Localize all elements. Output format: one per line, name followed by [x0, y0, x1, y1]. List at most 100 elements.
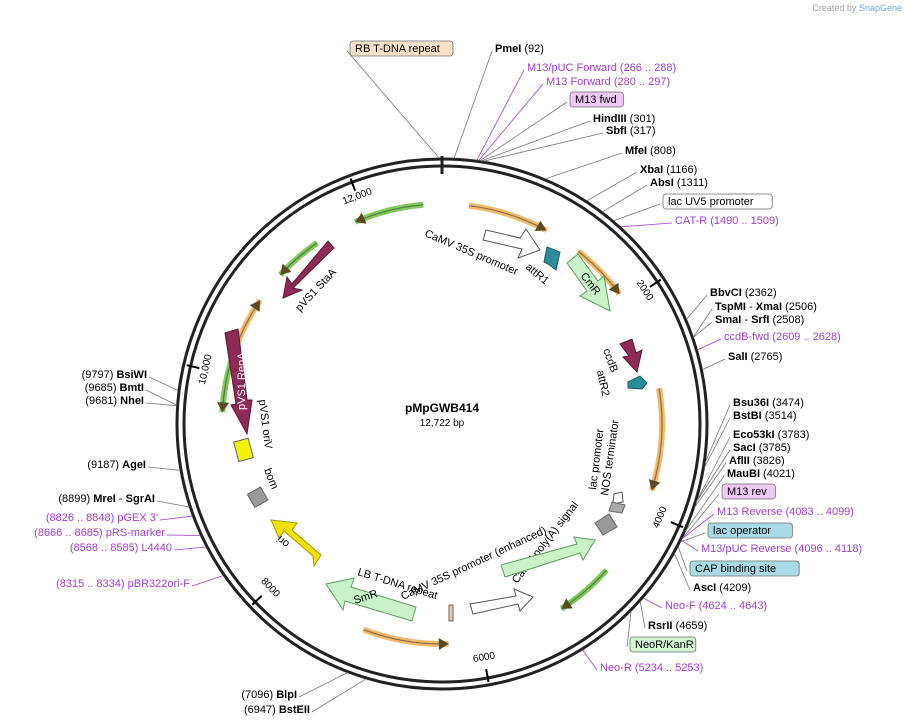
site-primer[interactable]: M13/pUC Forward (266 .. 288) — [476, 62, 676, 161]
feature-smr[interactable]: SmR — [325, 577, 417, 622]
enzyme-label: SbfI (317) — [606, 125, 656, 137]
site-enzyme[interactable]: Eco53kI (3783) — [695, 429, 809, 503]
site-enzyme[interactable]: (9685) BmtI — [85, 382, 177, 406]
primer-label: CAT-R (1490 .. 1509) — [675, 215, 779, 227]
site-leader-line — [704, 404, 731, 463]
tick-mark — [485, 668, 490, 683]
site-enzyme[interactable]: SalI (2765) — [702, 351, 782, 371]
site-primer[interactable]: Neo-R (5234 .. 5253) — [582, 649, 704, 674]
site-leader-line — [620, 222, 673, 228]
site-primer[interactable]: (8666 .. 8685) pRS-marker — [34, 527, 201, 539]
feature-camv35s-promoter[interactable]: CaMV 35S promoter — [423, 228, 541, 278]
feature-ori[interactable]: ori — [270, 519, 322, 568]
tick-label: 12,000 — [341, 186, 374, 207]
site-primer[interactable]: M13/pUC Reverse (4096 .. 4118) — [681, 539, 862, 555]
credit-prefix: Created by — [812, 3, 857, 13]
enzyme-label: (9681) NheI — [85, 395, 144, 407]
site-primer[interactable]: ccdB-fwd (2609 .. 2628) — [697, 331, 841, 351]
site-leader-line — [298, 672, 348, 698]
site-leader-line — [602, 184, 648, 213]
site-primer[interactable]: CAT-R (1490 .. 1509) — [620, 215, 779, 228]
site-feature[interactable]: CAP binding site — [677, 546, 800, 577]
site-feature[interactable]: M13 rev — [681, 483, 776, 540]
site-enzyme[interactable]: (6947) BstEII — [244, 678, 367, 716]
site-enzyme[interactable]: AflII (3826) — [694, 455, 785, 508]
site-leader-line — [695, 436, 731, 503]
site-enzyme[interactable]: MfeI (808) — [545, 145, 676, 180]
feature-attr1-label: attR1 — [523, 261, 551, 287]
site-enzyme[interactable]: AscI (4209) — [674, 553, 751, 594]
site-enzyme[interactable]: BstBI (3514) — [704, 410, 797, 468]
feature-attr2[interactable]: attR2 — [594, 369, 648, 397]
primer-label: ccdB-fwd (2609 .. 2628) — [724, 331, 841, 343]
site-enzyme[interactable]: PmeI (92) — [453, 43, 544, 159]
site-leader-line — [613, 203, 661, 222]
site-leader-line — [156, 500, 190, 508]
site-feature[interactable]: lac operator — [680, 522, 793, 543]
tick-label: 2000 — [634, 278, 656, 303]
site-feature[interactable]: lac UV5 promoter — [613, 193, 773, 222]
tick-mark — [251, 595, 263, 606]
site-leader-line — [677, 546, 688, 572]
site-enzyme[interactable]: (9681) NheI — [85, 395, 177, 407]
primer-label: (8666 .. 8685) pRS-marker — [34, 527, 165, 539]
feature-cmr[interactable]: CmR — [566, 253, 611, 312]
site-enzyme[interactable]: Bsu36I (3474) — [704, 397, 804, 463]
feature-tag-box — [569, 91, 624, 108]
site-enzyme[interactable]: BbvCI (2362) — [686, 287, 777, 320]
enzyme-label: (9187) AgeI — [87, 459, 146, 471]
site-enzyme[interactable]: HindIII (301) — [481, 113, 655, 162]
site-feature[interactable]: M13 fwd — [479, 91, 624, 162]
site-primer[interactable]: Neo-F (4624 .. 4643) — [643, 597, 767, 612]
site-leader-line — [626, 611, 632, 648]
enzyme-label: Bsu36I (3474) — [733, 397, 804, 409]
site-enzyme[interactable]: XbaI (1166) — [586, 164, 697, 202]
site-enzyme2[interactable]: (8899) MreI - SgrAI — [58, 493, 190, 508]
enzyme-label: BbvCI (2362) — [710, 287, 777, 299]
orf-arrowhead — [217, 402, 230, 413]
primer-label: Neo-R (5234 .. 5253) — [600, 662, 703, 674]
feature-attr2-label: attR2 — [594, 369, 611, 397]
site-leader-line — [704, 417, 731, 468]
orf-arrowhead — [249, 300, 261, 312]
site-enzyme[interactable]: RsrII (4659) — [639, 601, 707, 632]
site-leader-line — [643, 597, 663, 609]
site-leader-line — [697, 338, 722, 351]
site-primer[interactable]: (8568 .. 8585) L4440 — [70, 542, 207, 554]
site-enzyme2[interactable]: SmaI - SrfI (2508) — [693, 314, 804, 338]
orf-arrowhead — [280, 263, 292, 275]
site-enzyme[interactable]: SacI (3785) — [695, 442, 791, 503]
orf-arrows — [217, 201, 665, 650]
site-feature[interactable]: NeoR/KanR — [626, 611, 697, 653]
feature-pvs1-staa[interactable]: pVS1 StaA — [282, 240, 339, 314]
site-enzyme[interactable]: SbfI (317) — [483, 125, 656, 162]
site-primer[interactable]: (8826 .. 8848) pGEX 3' — [46, 512, 193, 524]
site-enzyme[interactable]: AbsI (1311) — [602, 177, 708, 213]
site-enzyme[interactable]: MauBI (4021) — [685, 468, 795, 532]
orf-arrowhead — [561, 598, 573, 609]
site-leader-line — [681, 513, 715, 539]
feature-pvs1-repa[interactable]: pVS1 RepA — [224, 328, 253, 436]
site-leader-line — [148, 376, 179, 391]
tick-mark — [349, 178, 357, 192]
site-enzyme2[interactable]: TspMI - XmaI (2506) — [693, 301, 817, 338]
site-leader-line — [481, 120, 591, 162]
site-primer[interactable]: M13 Forward (280 .. 297) — [478, 76, 670, 161]
site-leader-line — [695, 449, 731, 503]
feature-tag-label: M13 fwd — [575, 94, 617, 106]
feature-bom[interactable]: bom — [246, 467, 280, 509]
site-primer[interactable]: M13 Reverse (4083 .. 4099) — [681, 506, 854, 539]
enzyme-label: SacI (3785) — [733, 442, 791, 454]
site-feature[interactable]: RB T-DNA repeat — [346, 40, 454, 159]
tick-label: 10,000 — [197, 353, 215, 386]
site-leader-line — [582, 649, 598, 671]
site-enzyme[interactable]: (9187) AgeI — [87, 459, 181, 471]
site-leader-line — [483, 132, 604, 162]
site-enzyme[interactable]: (7096) BlpI — [241, 672, 348, 701]
primer-label: M13 Reverse (4083 .. 4099) — [717, 506, 854, 518]
site-enzyme[interactable]: (9797) BsiWI — [82, 369, 179, 391]
site-primer[interactable]: (8315 .. 8334) pBR322ori-F — [56, 575, 224, 590]
backbone — [175, 156, 709, 691]
feature-tag-box — [629, 636, 697, 653]
